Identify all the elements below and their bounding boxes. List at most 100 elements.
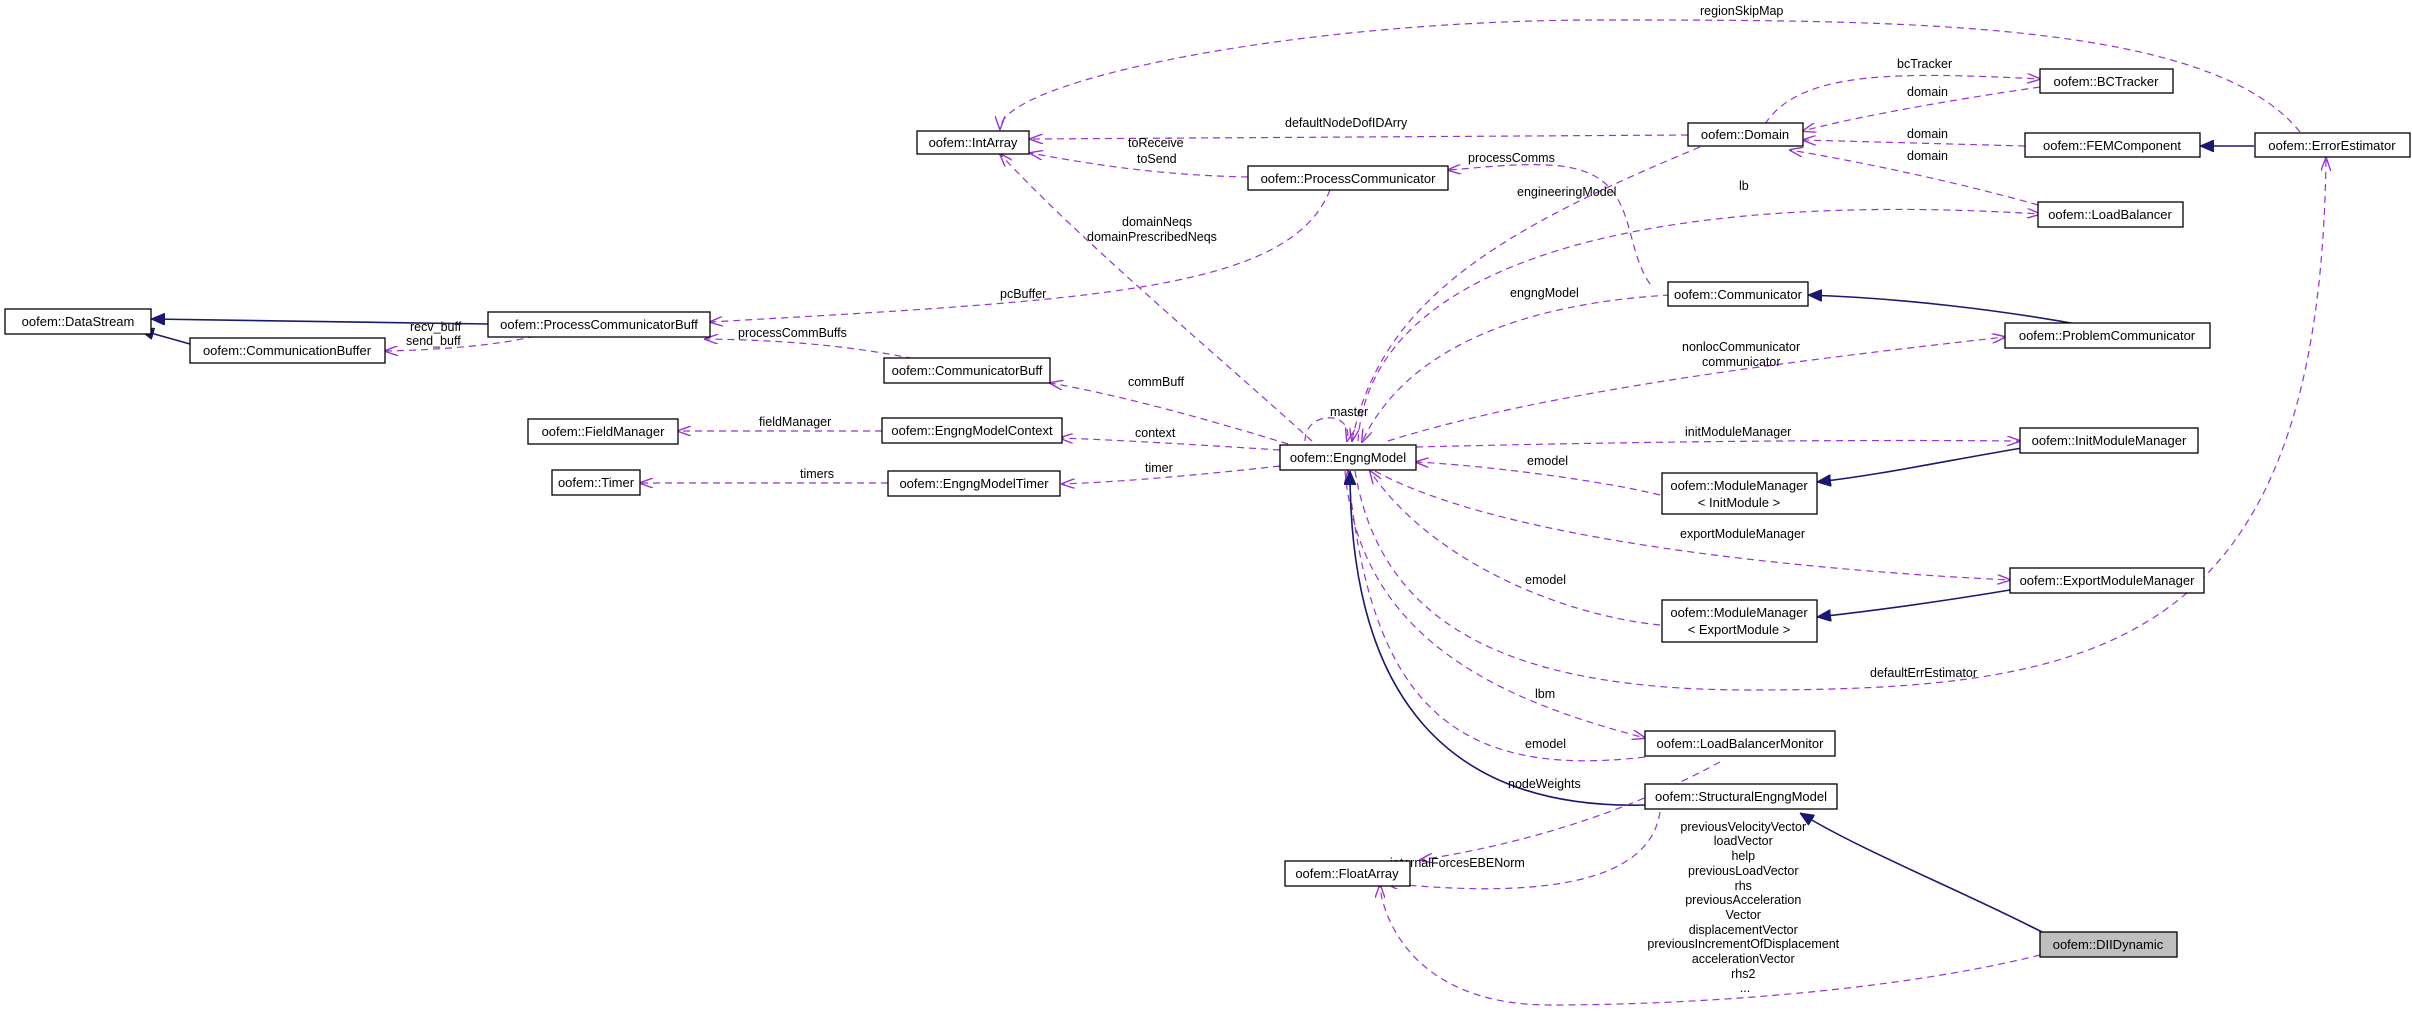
class-node-modulemanager-init[interactable]: oofem::ModuleManager < InitModule > xyxy=(1661,472,1818,515)
member-label: rhs xyxy=(1735,879,1752,893)
edge-nodeweights xyxy=(1420,761,1721,860)
edges: regionSkipMap bcTracker domain defaultNo… xyxy=(140,4,2326,1006)
edge-defaultnodedofidarry xyxy=(1030,135,1689,139)
node-label: oofem::ProcessCommunicator xyxy=(1261,171,1437,186)
edge-label-engineeringmodel: engineeringModel xyxy=(1517,185,1616,199)
member-label: Vector xyxy=(1726,908,1761,922)
member-label: accelerationVector xyxy=(1692,952,1795,966)
edge-emodel-export xyxy=(1370,471,1661,626)
edge-label-timer: timer xyxy=(1145,461,1173,475)
edge-context xyxy=(1060,438,1281,451)
edge-domain-bctracker xyxy=(1803,86,2041,131)
edge-label-domain-lb: domain xyxy=(1907,149,1948,163)
edge-label-communicator: communicator xyxy=(1702,355,1781,369)
node-label: oofem::BCTracker xyxy=(2054,74,2160,89)
edge-timer xyxy=(1062,465,1281,484)
edge-label-emodel-init: emodel xyxy=(1527,454,1568,468)
class-node-initmodulemanager[interactable]: oofem::InitModuleManager xyxy=(2019,427,2199,454)
edge-label-send-buff: send_buff xyxy=(406,334,461,348)
class-node-floatarray[interactable]: oofem::FloatArray xyxy=(1284,860,1411,887)
edge-label-fieldmanager: fieldManager xyxy=(759,415,831,429)
node-label: oofem::ErrorEstimator xyxy=(2268,138,2396,153)
class-node-loadbalancermonitor[interactable]: oofem::LoadBalancerMonitor xyxy=(1644,730,1836,757)
edge-label-domain-bctracker: domain xyxy=(1907,85,1948,99)
edge-label-timers: timers xyxy=(800,467,834,481)
edge-inherit-structural xyxy=(1350,471,1646,806)
edge-label-engngmodel-comm: engngModel xyxy=(1510,286,1579,300)
edge-dll-members xyxy=(1380,885,2041,1006)
node-label: < ExportModule > xyxy=(1688,622,1791,637)
edge-domain-fem xyxy=(1803,140,2026,147)
edge-label-lb: lb xyxy=(1739,179,1749,193)
edge-label-master: master xyxy=(1330,405,1368,419)
class-node-engngmodeltimer[interactable]: oofem::EngngModelTimer xyxy=(887,470,1061,497)
edge-label-exportmodulemanager: exportModuleManager xyxy=(1680,527,1805,541)
class-node-communicatorbuff[interactable]: oofem::CommunicatorBuff xyxy=(883,357,1051,384)
class-node-dlldynamic[interactable]: oofem::DIIDynamic xyxy=(2039,931,2178,958)
class-node-intarray[interactable]: oofem::IntArray xyxy=(916,130,1030,155)
edge-lb xyxy=(1357,209,2040,442)
node-label: oofem::DataStream xyxy=(22,314,135,329)
class-node-bctracker[interactable]: oofem::BCTracker xyxy=(2039,68,2174,94)
node-label: oofem::Communicator xyxy=(1674,287,1803,302)
edge-regionskipmap xyxy=(1000,19,2301,133)
edge-label-emodel-export: emodel xyxy=(1525,573,1566,587)
edge-label-recv-buff: recv_buff xyxy=(410,320,462,334)
edge-master xyxy=(1304,417,1348,441)
class-node-domain[interactable]: oofem::Domain xyxy=(1687,122,1804,147)
class-node-structuralengngmodel[interactable]: oofem::StructuralEngngModel xyxy=(1644,783,1838,810)
class-node-loadbalancer[interactable]: oofem::LoadBalancer xyxy=(2037,201,2184,228)
class-node-femcomponent[interactable]: oofem::FEMComponent xyxy=(2024,132,2201,158)
edge-inherit-exportmm xyxy=(1817,589,2011,617)
node-label: oofem::EngngModelTimer xyxy=(899,476,1049,491)
edge-label-lbm: lbm xyxy=(1535,687,1555,701)
member-label: help xyxy=(1731,849,1755,863)
class-node-processcommunicatorbuff[interactable]: oofem::ProcessCommunicatorBuff xyxy=(487,311,711,338)
edge-label-domainprescribedneqs: domainPrescribedNeqs xyxy=(1087,230,1217,244)
edge-nonloccomm xyxy=(1387,337,2005,442)
edge-label-domain-fem: domain xyxy=(1907,127,1948,141)
edge-pcbuffer xyxy=(710,189,1331,322)
edge-label-nodeweights: nodeWeights xyxy=(1508,777,1581,791)
class-node-fieldmanager[interactable]: oofem::FieldManager xyxy=(527,418,679,445)
node-label: oofem::FieldManager xyxy=(542,424,666,439)
class-node-datastream[interactable]: oofem::DataStream xyxy=(4,308,152,335)
class-node-engngmodel[interactable]: oofem::EngngModel xyxy=(1279,444,1417,471)
node-label: oofem::CommunicatorBuff xyxy=(892,363,1043,378)
class-node-timer[interactable]: oofem::Timer xyxy=(551,469,641,496)
node-label: oofem::ProcessCommunicatorBuff xyxy=(500,317,698,332)
node-label: < InitModule > xyxy=(1698,495,1780,510)
edge-label-context: context xyxy=(1135,426,1176,440)
edge-emodel-init xyxy=(1416,462,1661,496)
class-node-errorestimator[interactable]: oofem::ErrorEstimator xyxy=(2254,132,2411,158)
class-node-modulemanager-export[interactable]: oofem::ModuleManager < ExportModule > xyxy=(1661,599,1818,643)
edge-commbuff xyxy=(1050,383,1289,445)
nodes: oofem::IntArray oofem::Domain oofem::BCT… xyxy=(4,68,2411,958)
edge-label-toreceive: toReceive xyxy=(1128,136,1184,150)
node-label: oofem::ExportModuleManager xyxy=(2020,573,2196,588)
node-label: oofem::EngngModelContext xyxy=(891,423,1053,438)
member-label: displacementVector xyxy=(1689,923,1798,937)
node-label: oofem::IntArray xyxy=(929,135,1018,150)
class-node-communicationbuffer[interactable]: oofem::CommunicationBuffer xyxy=(189,337,386,364)
edge-bctracker xyxy=(1764,75,2040,125)
edge-label-emodel-lbm: emodel xyxy=(1525,737,1566,751)
edge-label-dll-members: previousVelocityVector loadVector help p… xyxy=(1647,820,1842,995)
edge-label-bctracker: bcTracker xyxy=(1897,57,1952,71)
edge-inherit-initmm xyxy=(1817,447,2023,482)
node-label: oofem::LoadBalancer xyxy=(2048,207,2172,222)
class-node-problemcommunicator[interactable]: oofem::ProblemCommunicator xyxy=(2004,322,2211,349)
class-node-exportmodulemanager[interactable]: oofem::ExportModuleManager xyxy=(2009,567,2205,594)
member-label: loadVector xyxy=(1714,834,1773,848)
edge-label-internalforces: internalForcesEBENorm xyxy=(1390,856,1525,870)
edge-processcommbuffs xyxy=(705,339,926,362)
class-node-communicator[interactable]: oofem::Communicator xyxy=(1667,281,1809,307)
edge-label-defaulterrestimator: defaultErrEstimator xyxy=(1870,666,1977,680)
node-label: oofem::FloatArray xyxy=(1295,866,1399,881)
node-label: oofem::EngngModel xyxy=(1290,450,1406,465)
edge-inherit-pcb-datastream xyxy=(151,319,489,324)
edge-domainneqs xyxy=(1000,154,1313,442)
class-node-engngmodelcontext[interactable]: oofem::EngngModelContext xyxy=(881,417,1063,444)
node-label: oofem::ModuleManager xyxy=(1670,478,1808,493)
class-node-processcommunicator[interactable]: oofem::ProcessCommunicator xyxy=(1247,165,1449,191)
